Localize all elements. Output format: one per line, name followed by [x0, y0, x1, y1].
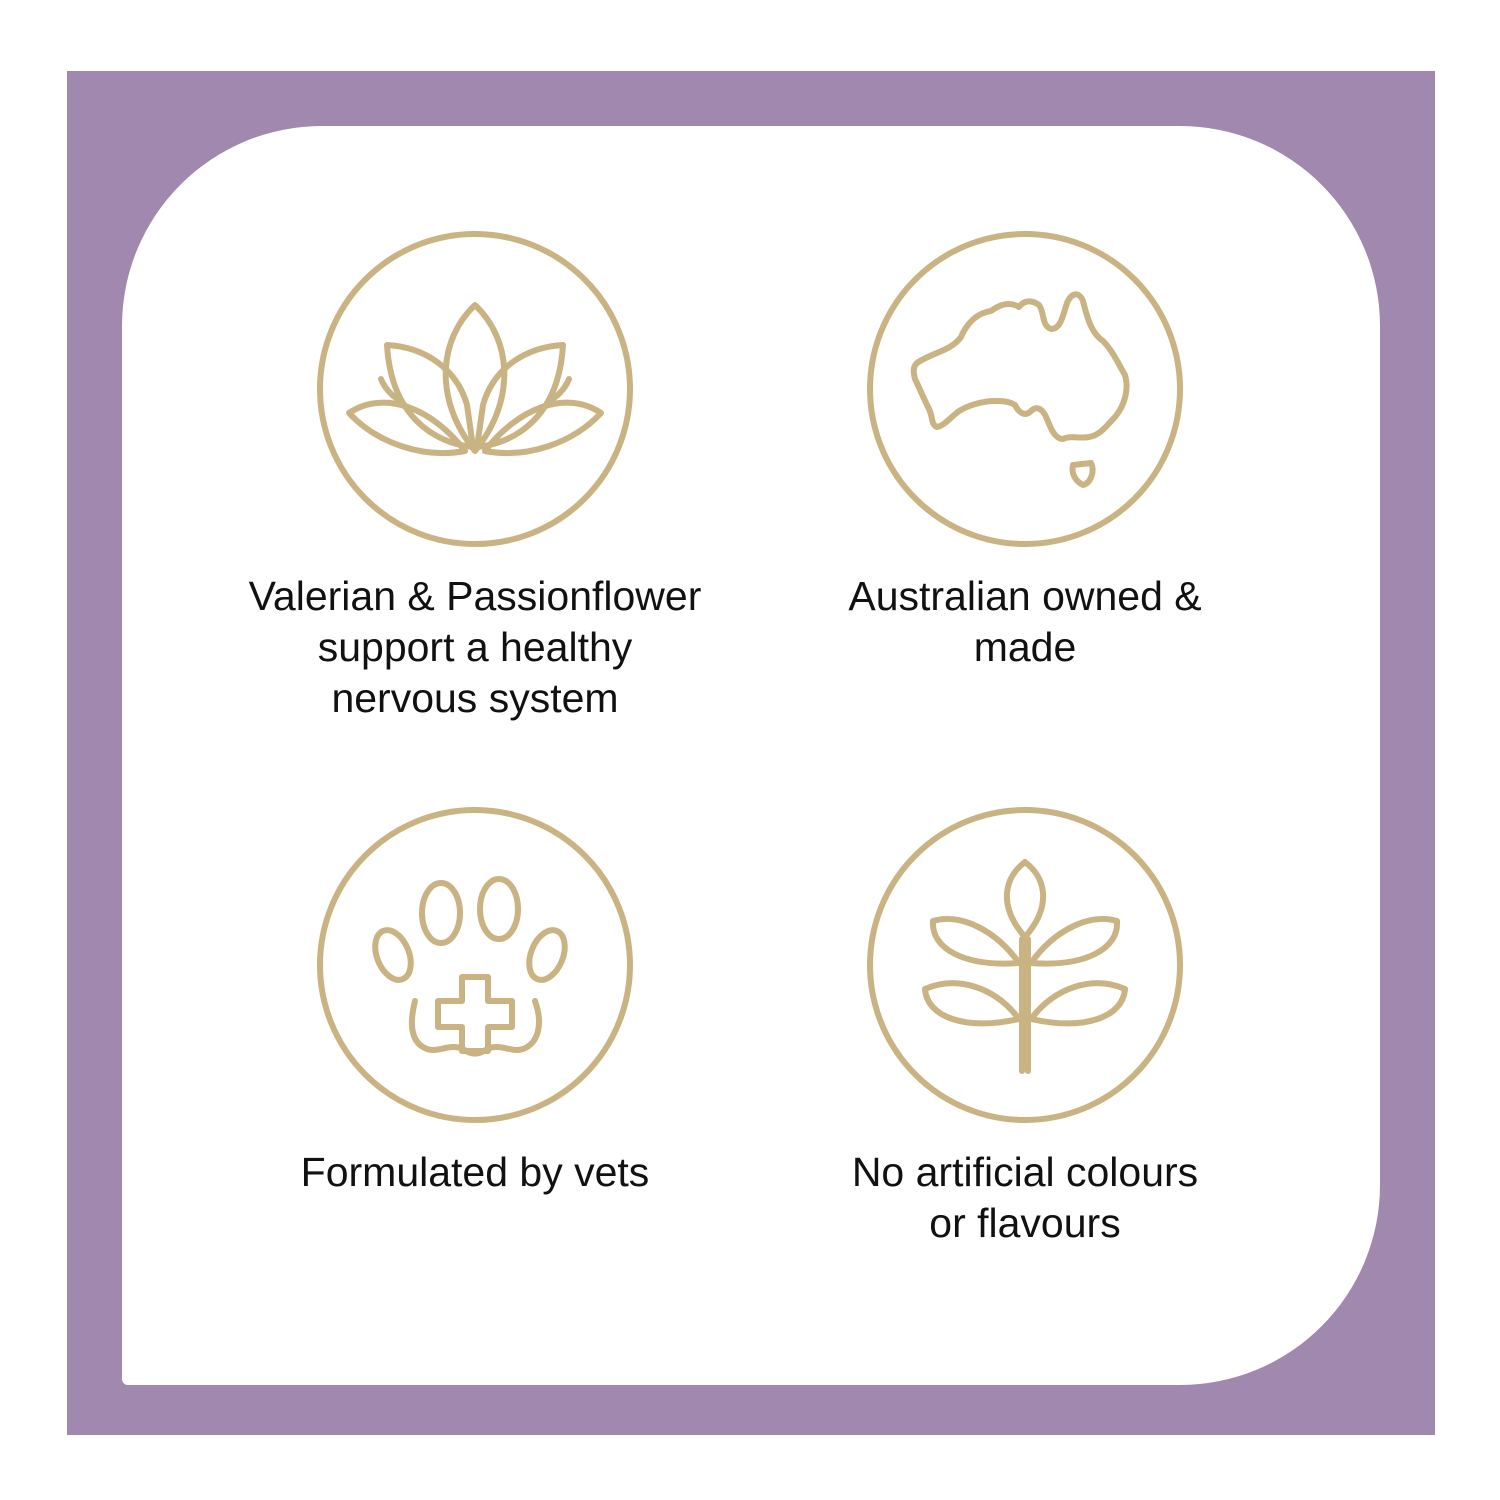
feature-label: No artificial colours or flavours — [851, 1149, 1199, 1246]
feature-label: Australian owned & made — [848, 573, 1202, 670]
feature-valerian-passionflower: Valerian & Passionflower support a healt… — [195, 229, 755, 724]
feature-label: Valerian & Passionflower support a healt… — [248, 573, 702, 721]
paw-cross-icon — [317, 807, 633, 1123]
feature-formulated-by-vets: Formulated by vets — [195, 805, 755, 1198]
leaf-branch-icon — [867, 807, 1183, 1123]
feature-label: Formulated by vets — [300, 1149, 650, 1195]
lotus-icon — [317, 231, 633, 547]
australia-map-icon — [867, 231, 1183, 547]
feature-no-artificial: No artificial colours or flavours — [745, 805, 1305, 1249]
feature-australian-owned: Australian owned & made — [745, 229, 1305, 673]
